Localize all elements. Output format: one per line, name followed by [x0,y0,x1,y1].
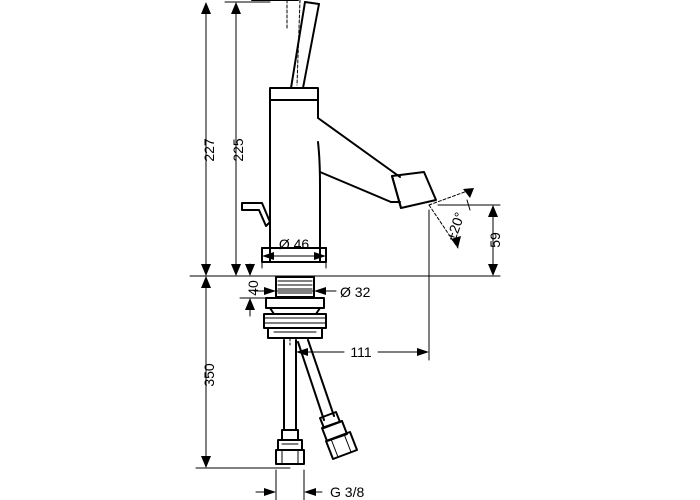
faucet-lever [251,0,320,89]
dimension-aerator-height: 59 [437,204,503,276]
hose-left [275,339,305,465]
spout-height-label: 225 [230,138,246,162]
total-height-label: 227 [201,138,217,162]
dimension-below-counter: 350 [195,276,291,469]
dimension-spout-height: 225 [224,1,271,276]
aerator [390,171,437,209]
connection-thread-label: G 3/8 [330,484,364,500]
below-counter-label: 350 [201,363,217,387]
dimension-body-diameter: Ø 46 [261,236,327,269]
aerator-height-label: 59 [487,232,503,248]
dimension-total-height: 227 [195,2,217,277]
counter-thickness-label: 40 [245,280,261,296]
spout-reach-label: 111 [350,344,371,360]
hose-right [297,339,358,460]
faucet-body [269,87,401,263]
dimension-connection-thread: G 3/8 [255,469,364,500]
dimension-spout-reach: 111 [295,209,430,363]
body-diameter-label: Ø 46 [279,236,310,252]
mounting-thread [263,276,327,346]
pop-up-lever [241,202,271,227]
hole-diameter-label: Ø 32 [340,284,371,300]
dimension-hole-diameter: Ø 32 [253,284,371,300]
dimension-counter-thickness: 40 [239,263,267,317]
swivel-angle-label: ±20° [443,210,468,243]
